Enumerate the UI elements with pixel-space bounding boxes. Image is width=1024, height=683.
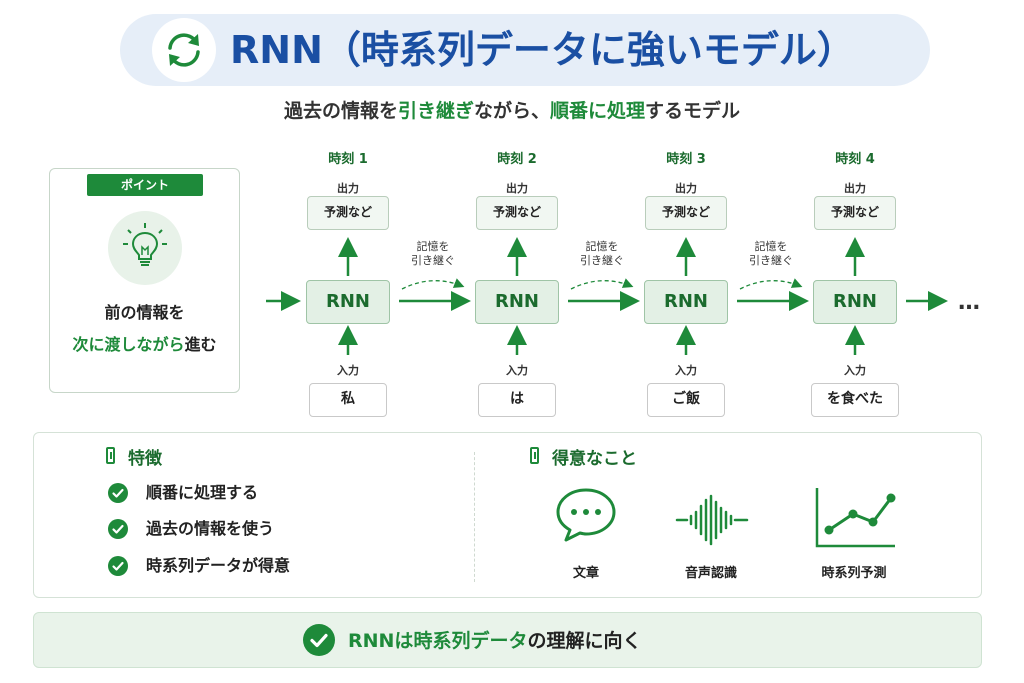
strength-label: 時系列予測 — [821, 566, 887, 581]
time-label: 時刻 2 — [497, 152, 537, 167]
features-panel — [33, 432, 982, 598]
strength-label: 文章 — [572, 566, 599, 581]
check-icon — [108, 519, 128, 539]
memory-label: 記憶を引き継ぐ — [580, 240, 624, 267]
memory-label: 記憶を引き継ぐ — [749, 240, 793, 267]
check-icon — [108, 483, 128, 503]
title-banner — [120, 14, 930, 86]
output-box: 予測など — [307, 196, 389, 230]
output-box: 予測など — [645, 196, 727, 230]
memory-arc-1 — [401, 278, 465, 290]
rnn-cell: RNN — [475, 280, 559, 324]
subtitle: 過去の情報を引き継ぎながら、順番に処理するモデル — [283, 100, 741, 122]
feature-item: 順番に処理する — [146, 483, 259, 502]
section-marker-icon — [530, 447, 539, 464]
feature-item: 過去の情報を使う — [146, 519, 275, 538]
refresh-cycle-icon — [152, 18, 216, 82]
output-label: 出力 — [844, 182, 866, 195]
time-label: 時刻 3 — [666, 152, 706, 167]
point-text-line2: 次に渡しながら進む — [72, 335, 217, 354]
lightbulb-icon — [108, 211, 182, 285]
time-label: 時刻 4 — [835, 152, 875, 167]
memory-label: 記憶を引き継ぐ — [411, 240, 455, 267]
input-label: 入力 — [844, 364, 866, 377]
strengths-heading: 得意なこと — [552, 449, 637, 469]
check-icon — [303, 624, 335, 656]
rnn-cell: RNN — [306, 280, 390, 324]
input-label: 入力 — [675, 364, 697, 377]
output-label: 出力 — [675, 182, 697, 195]
section-marker-icon — [106, 447, 115, 464]
point-card: ポイント 前の情報を 次に渡しながら進む — [49, 168, 240, 393]
strength-label: 音声認識 — [684, 566, 737, 581]
sound-wave-icon — [675, 494, 749, 546]
input-box: ご飯 — [647, 383, 725, 417]
input-box: 私 — [309, 383, 387, 417]
output-box: 予測など — [476, 196, 558, 230]
time-label: 時刻 1 — [328, 152, 368, 167]
memory-arc-2 — [570, 278, 634, 290]
memory-arc-3 — [739, 278, 803, 290]
conclusion-bar — [33, 612, 982, 668]
input-label: 入力 — [506, 364, 528, 377]
rnn-cell: RNN — [813, 280, 897, 324]
feature-item: 時系列データが得意 — [146, 556, 291, 575]
output-label: 出力 — [337, 182, 359, 195]
rnn-cell: RNN — [644, 280, 728, 324]
speech-bubble-icon — [556, 488, 616, 542]
line-chart-icon — [815, 488, 896, 548]
panel-divider — [474, 452, 475, 582]
input-label: 入力 — [337, 364, 359, 377]
point-tag: ポイント — [87, 174, 203, 196]
point-text-line1: 前の情報を — [104, 303, 185, 322]
page-title: RNN（時系列データに強いモデル） — [230, 28, 855, 72]
output-label: 出力 — [506, 182, 528, 195]
features-heading: 特徴 — [128, 449, 162, 469]
output-box: 予測など — [814, 196, 896, 230]
input-box: を食べた — [811, 383, 899, 417]
continuation-dots: … — [958, 290, 980, 315]
check-icon — [108, 556, 128, 576]
input-box: は — [478, 383, 556, 417]
conclusion-text: RNNは時系列データの理解に向く — [348, 630, 642, 652]
